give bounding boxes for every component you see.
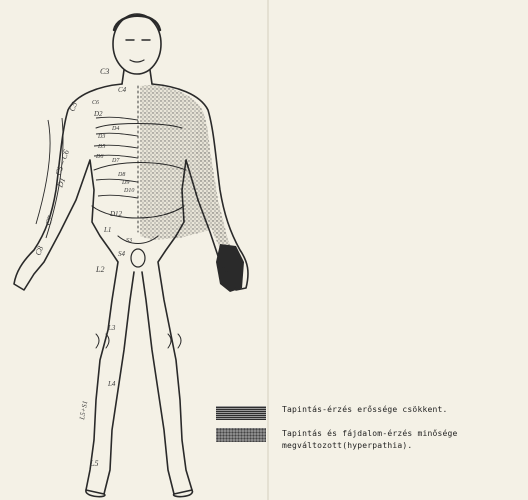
label-l5: L5: [89, 459, 98, 468]
label-d10: D10: [123, 188, 134, 194]
label-d3: D3: [97, 134, 105, 140]
label-s3: S3: [126, 238, 132, 244]
label-l2: L2: [95, 265, 104, 274]
legend-swatch-hatching: [216, 406, 266, 420]
label-d12: D12: [109, 210, 123, 218]
label-d4: D4: [111, 125, 119, 132]
label-d9: D9: [121, 180, 129, 186]
label-c5-c6: C5 – C6: [53, 149, 71, 177]
label-l1: L1: [103, 226, 111, 234]
dermatome-labels: C3 C4 C5 C6 D2 D3 D4 D5 D6 D7 D8 D9 D10 …: [33, 67, 134, 468]
label-d7: D7: [111, 158, 120, 164]
legend-line-3: megváltozott(hyperpathia).: [282, 440, 458, 452]
label-d8: D8: [117, 172, 125, 178]
label-c5: C5: [67, 101, 79, 113]
label-d6: D6: [95, 154, 103, 160]
legend-line-1: Tapintás-érzés erőssége csökkent.: [282, 405, 448, 414]
label-c8: C8: [33, 245, 45, 257]
label-l4: L4: [107, 380, 116, 388]
hyperpathia-region-hand: [216, 244, 244, 292]
label-l5-s1: L5+S1: [78, 400, 89, 421]
label-d2: D2: [93, 110, 103, 118]
legend-swatch-stipple: [216, 428, 266, 442]
hyperpathia-region-arm: [196, 104, 238, 262]
label-d5: D5: [97, 144, 105, 150]
legend-text-reduced-touch: Tapintás-érzés erőssége csökkent.: [282, 404, 448, 416]
legend-text-hyperpathia: Tapintás és fájdalom-érzés minősége megv…: [282, 428, 458, 452]
legend-line-2: Tapintás és fájdalom-érzés minősége: [282, 428, 458, 440]
label-l3: L3: [107, 324, 116, 332]
body-outline: [14, 14, 248, 497]
label-c3: C3: [100, 67, 109, 76]
label-c6: C6: [92, 100, 99, 106]
label-c4: C4: [118, 86, 127, 94]
label-s4: S4: [118, 250, 126, 258]
